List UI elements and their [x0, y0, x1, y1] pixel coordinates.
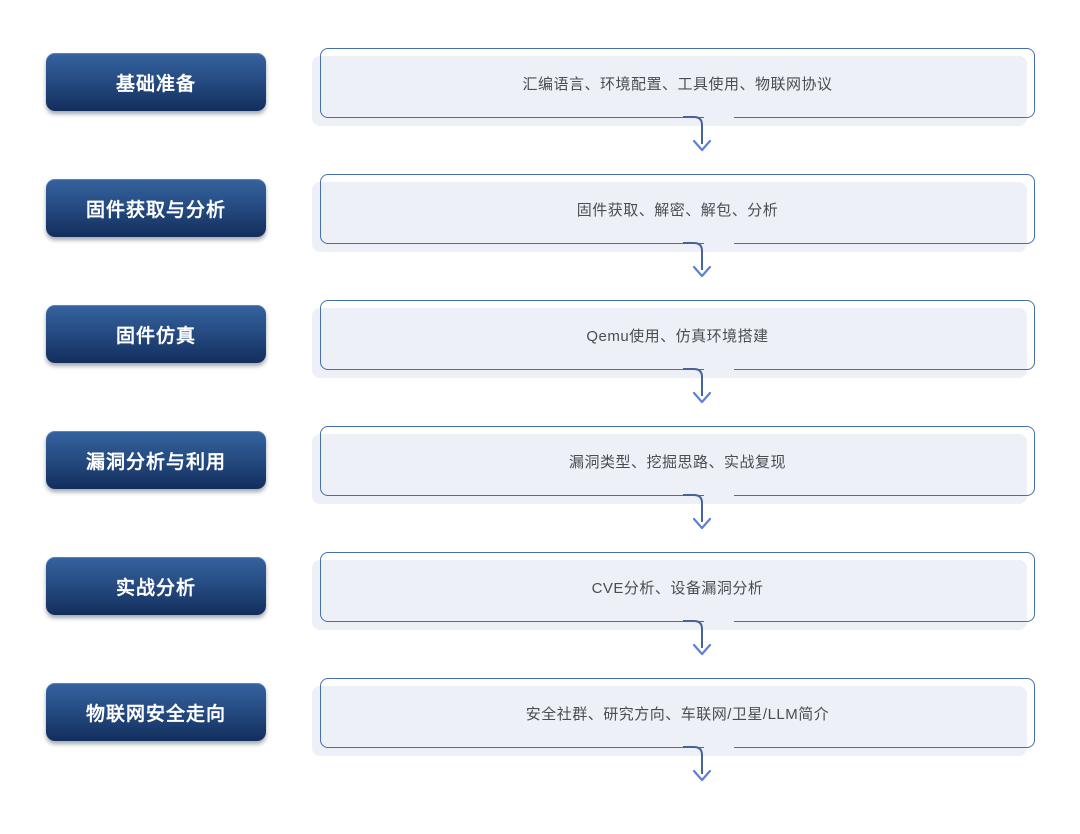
down-arrow-icon — [683, 746, 712, 782]
connector-gap — [704, 620, 734, 624]
stage-label: 漏洞分析与利用 — [85, 451, 226, 473]
connector-gap — [704, 116, 734, 120]
flow-row-1: 基础准备 汇编语言、环境配置、工具使用、物联网协议 — [0, 48, 1080, 174]
flow-row-4: 漏洞分析与利用 漏洞类型、挖掘思路、实战复现 — [0, 426, 1080, 552]
content-box-fill — [312, 182, 1027, 252]
connector-gap — [704, 242, 734, 246]
content-box-fill — [312, 308, 1027, 378]
content-box-fill — [312, 686, 1027, 756]
content-box-outline — [320, 300, 1035, 370]
stage-label: 固件获取与分析 — [85, 199, 226, 221]
content-box-iot-security-trends: 安全社群、研究方向、车联网/卫星/LLM简介 — [312, 678, 1035, 756]
stage-button-vuln-analysis: 漏洞分析与利用 — [46, 431, 266, 489]
flow-row-2: 固件获取与分析 固件获取、解密、解包、分析 — [0, 174, 1080, 300]
stage-button-practical-analysis: 实战分析 — [46, 557, 266, 615]
stage-label: 基础准备 — [115, 73, 196, 95]
flow-row-5: 实战分析 CVE分析、设备漏洞分析 — [0, 552, 1080, 678]
content-label: Qemu使用、仿真环境搭建 — [586, 327, 769, 345]
content-box-firmware-emulation: Qemu使用、仿真环境搭建 — [312, 300, 1035, 378]
content-box-firmware-acquisition: 固件获取、解密、解包、分析 — [312, 174, 1035, 252]
content-box-outline — [320, 552, 1035, 622]
flow-row-3: 固件仿真 Qemu使用、仿真环境搭建 — [0, 300, 1080, 426]
content-box-outline — [320, 426, 1035, 496]
down-arrow-icon — [683, 620, 712, 656]
content-box-outline — [320, 48, 1035, 118]
content-box-basics: 汇编语言、环境配置、工具使用、物联网协议 — [312, 48, 1035, 126]
content-box-fill — [312, 56, 1027, 126]
content-label: 固件获取、解密、解包、分析 — [576, 201, 779, 219]
stage-button-firmware-acquisition: 固件获取与分析 — [46, 179, 266, 237]
connector-gap — [704, 494, 734, 498]
down-arrow-icon — [683, 116, 712, 152]
connector-gap — [704, 746, 734, 750]
connector-gap — [704, 368, 734, 372]
content-label: 漏洞类型、挖掘思路、实战复现 — [568, 453, 786, 471]
stage-button-firmware-emulation: 固件仿真 — [46, 305, 266, 363]
content-label: 汇编语言、环境配置、工具使用、物联网协议 — [522, 75, 833, 93]
content-box-fill — [312, 560, 1027, 630]
content-box-vuln-analysis: 漏洞类型、挖掘思路、实战复现 — [312, 426, 1035, 504]
content-box-fill — [312, 434, 1027, 504]
down-arrow-icon — [683, 368, 712, 404]
flow-row-6: 物联网安全走向 安全社群、研究方向、车联网/卫星/LLM简介 — [0, 678, 1080, 804]
content-box-outline — [320, 678, 1035, 748]
stage-label: 物联网安全走向 — [85, 703, 226, 725]
down-arrow-icon — [683, 494, 712, 530]
down-arrow-icon — [683, 242, 712, 278]
content-label: 安全社群、研究方向、车联网/卫星/LLM简介 — [525, 705, 830, 723]
content-box-practical-analysis: CVE分析、设备漏洞分析 — [312, 552, 1035, 630]
content-box-outline — [320, 174, 1035, 244]
stage-button-basics: 基础准备 — [46, 53, 266, 111]
stage-label: 实战分析 — [115, 577, 196, 599]
content-label: CVE分析、设备漏洞分析 — [591, 579, 764, 597]
stage-label: 固件仿真 — [115, 325, 196, 347]
stage-button-iot-security-trends: 物联网安全走向 — [46, 683, 266, 741]
